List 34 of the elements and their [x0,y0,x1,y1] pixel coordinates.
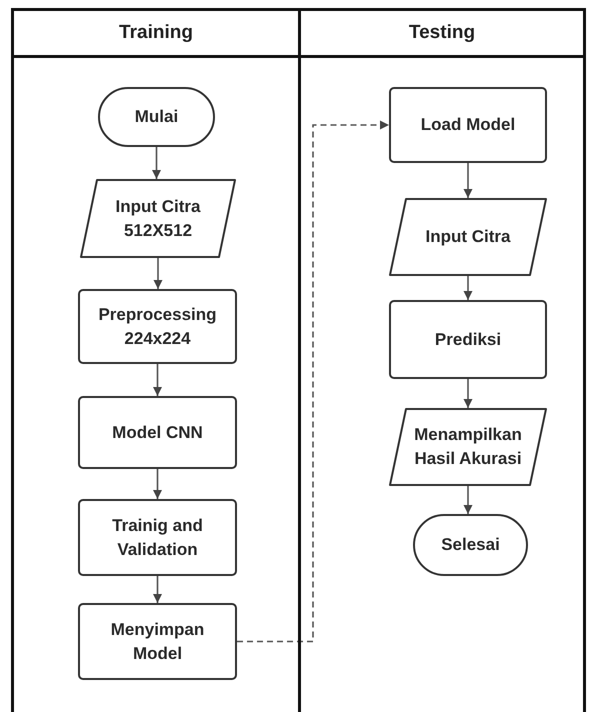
node-label: Model CNN [111,422,204,444]
process-box [78,499,237,576]
swimlane [11,8,301,712]
process-box [389,87,547,163]
arrow [152,147,161,179]
arrow [464,163,472,198]
lane-title: Testing [301,11,583,58]
arrow [153,469,162,499]
lane-title: Training [14,11,298,58]
node-label: Preprocessing 224x224 [97,304,218,350]
node-label: Mulai [134,106,180,128]
arrow [464,379,472,408]
node-label: Prediksi [434,328,502,350]
input-output-parallelogram [80,179,236,258]
arrow [153,364,162,396]
input-output-parallelogram [389,198,547,276]
node-label: Trainig and Validation [111,514,204,560]
arrow [464,276,472,300]
node-label: Input Citra 512X512 [114,196,202,242]
arrow [464,486,472,514]
arrow [237,120,389,642]
node-label: Load Model [420,114,516,136]
node-label: Input Citra [424,226,512,248]
node-label: Selesai [440,534,501,556]
node-label: Menyimpan Model [110,618,206,664]
arrow [154,258,162,289]
arrow [153,576,162,603]
input-output-parallelogram [389,408,547,486]
process-box [389,300,547,379]
process-box [78,396,237,469]
swimlane [301,8,586,712]
process-box [78,603,237,680]
node-label: Menampilkan Hasil Akurasi [413,424,523,470]
process-box [78,289,237,364]
